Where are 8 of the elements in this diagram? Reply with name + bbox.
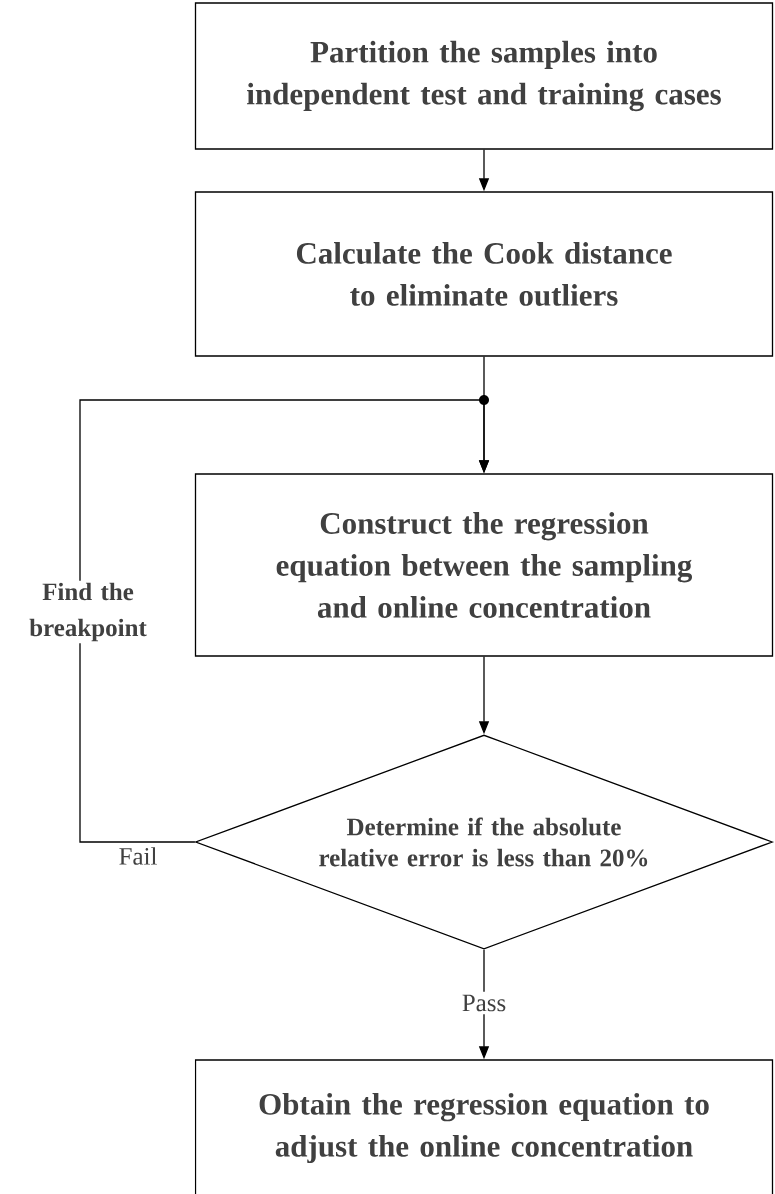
edge-label: Pass — [462, 994, 506, 1012]
process-box: Calculate the Cook distance to eliminate outliers — [194, 191, 774, 357]
note-text: Find the breakpoint — [29, 582, 147, 642]
edge-label: Fail — [119, 847, 157, 865]
process-box: Partition the samples into independent test and training cases — [194, 2, 774, 150]
process-box: Obtain the regression equation to adjust the online concentration — [194, 1059, 774, 1194]
arrow — [79, 399, 490, 843]
process-box: Construct the regression equation between the sampling and online concentration — [194, 473, 774, 657]
